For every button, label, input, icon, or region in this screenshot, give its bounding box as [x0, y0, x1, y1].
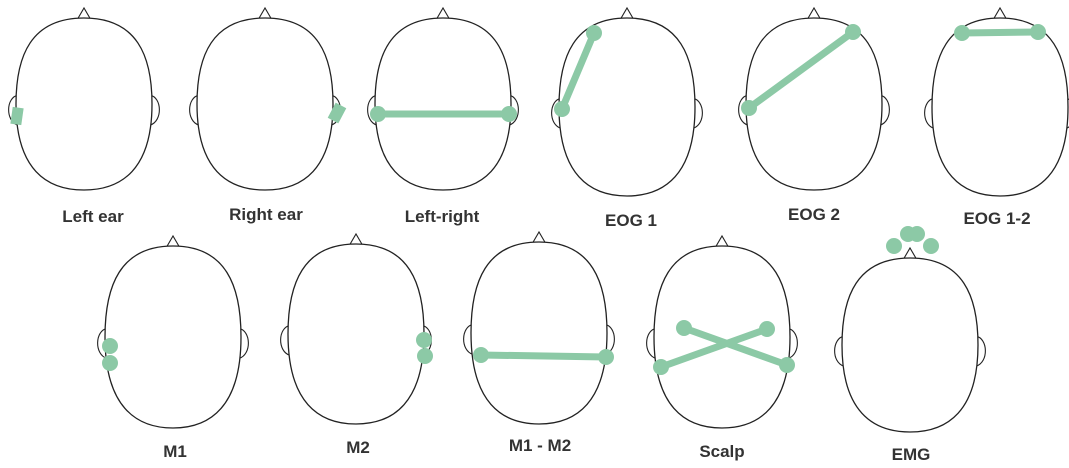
head-outline	[196, 17, 334, 191]
eog-1-lower-electrode	[554, 101, 570, 117]
m1-lower-electrode	[102, 355, 118, 371]
head-outline	[104, 245, 242, 429]
scalp-lead-1	[680, 324, 791, 369]
heads-layer	[8, 6, 1069, 433]
scalp-electrode-3	[759, 321, 775, 337]
eog-1-lead	[558, 29, 598, 113]
nose-outline	[435, 6, 451, 21]
scalp-electrode-4	[653, 359, 669, 375]
label-m1: M1	[163, 442, 187, 461]
head-outline	[558, 17, 696, 197]
head-outline	[15, 17, 153, 191]
head-outline	[841, 257, 979, 433]
nose-outline	[902, 246, 918, 261]
head-emg	[834, 226, 986, 433]
label-left-ear: Left ear	[62, 207, 124, 226]
scalp-electrode-1	[676, 320, 692, 336]
eog-1-electrode	[954, 25, 970, 41]
head-outline	[653, 245, 791, 429]
head-eog-1-2	[924, 6, 1069, 197]
head-m1-m2	[463, 230, 615, 425]
label-eog-2: EOG 2	[788, 205, 840, 224]
eog-2-lead	[745, 28, 857, 112]
head-right-ear	[189, 6, 347, 191]
nose-outline	[714, 234, 730, 249]
nose-outline	[531, 230, 547, 245]
scalp-electrode-2	[779, 357, 795, 373]
m2-lower-electrode	[417, 348, 433, 364]
emg-electrode-2	[923, 238, 939, 254]
head-outline	[470, 241, 608, 425]
nose-outline	[348, 232, 364, 247]
m2-electrode	[598, 349, 614, 365]
eog-2-lower-electrode	[741, 100, 757, 116]
label-m2: M2	[346, 438, 370, 457]
head-outline	[931, 17, 1069, 197]
nose-outline	[806, 6, 822, 21]
right-ear-electrode	[327, 102, 347, 124]
left-ear-electrode	[10, 106, 24, 126]
label-right-ear: Right ear	[229, 205, 303, 224]
head-m2	[280, 232, 433, 425]
label-emg: EMG	[892, 445, 931, 464]
nose-outline	[992, 6, 1008, 21]
eog-2-electrode	[1030, 24, 1046, 40]
head-eog-1	[551, 6, 703, 197]
eog-1-upper-electrode	[586, 25, 602, 41]
m2-upper-electrode	[416, 332, 432, 348]
emg-electrode-1	[886, 238, 902, 254]
label-m1-m2: M1 - M2	[509, 436, 571, 455]
head-outline	[374, 17, 512, 191]
label-left-right: Left-right	[405, 207, 480, 226]
nose-outline	[76, 6, 92, 21]
emg-electrode-4	[909, 226, 925, 242]
head-m1	[97, 234, 249, 429]
left-electrode	[370, 106, 386, 122]
label-eog-1-2: EOG 1-2	[963, 209, 1030, 228]
m1-upper-electrode	[102, 338, 118, 354]
scalp-lead-2	[657, 325, 771, 371]
head-outline	[745, 17, 883, 191]
nose-outline	[165, 234, 181, 249]
nose-outline	[257, 6, 273, 21]
right-electrode	[501, 106, 517, 122]
nose-outline	[619, 6, 635, 21]
labels-layer: Left ear Right ear Left-right EOG 1 EOG …	[62, 205, 1030, 464]
head-left-ear	[8, 6, 160, 191]
label-eog-1: EOG 1	[605, 211, 657, 230]
head-left-right	[367, 6, 519, 191]
head-outline	[287, 243, 425, 425]
head-scalp	[646, 234, 798, 429]
eog-2-upper-electrode	[845, 24, 861, 40]
m1-m2-lead	[477, 351, 610, 361]
head-eog-2	[738, 6, 890, 191]
m1-electrode	[473, 347, 489, 363]
label-scalp: Scalp	[699, 442, 744, 461]
eog-1-2-lead	[958, 28, 1042, 37]
